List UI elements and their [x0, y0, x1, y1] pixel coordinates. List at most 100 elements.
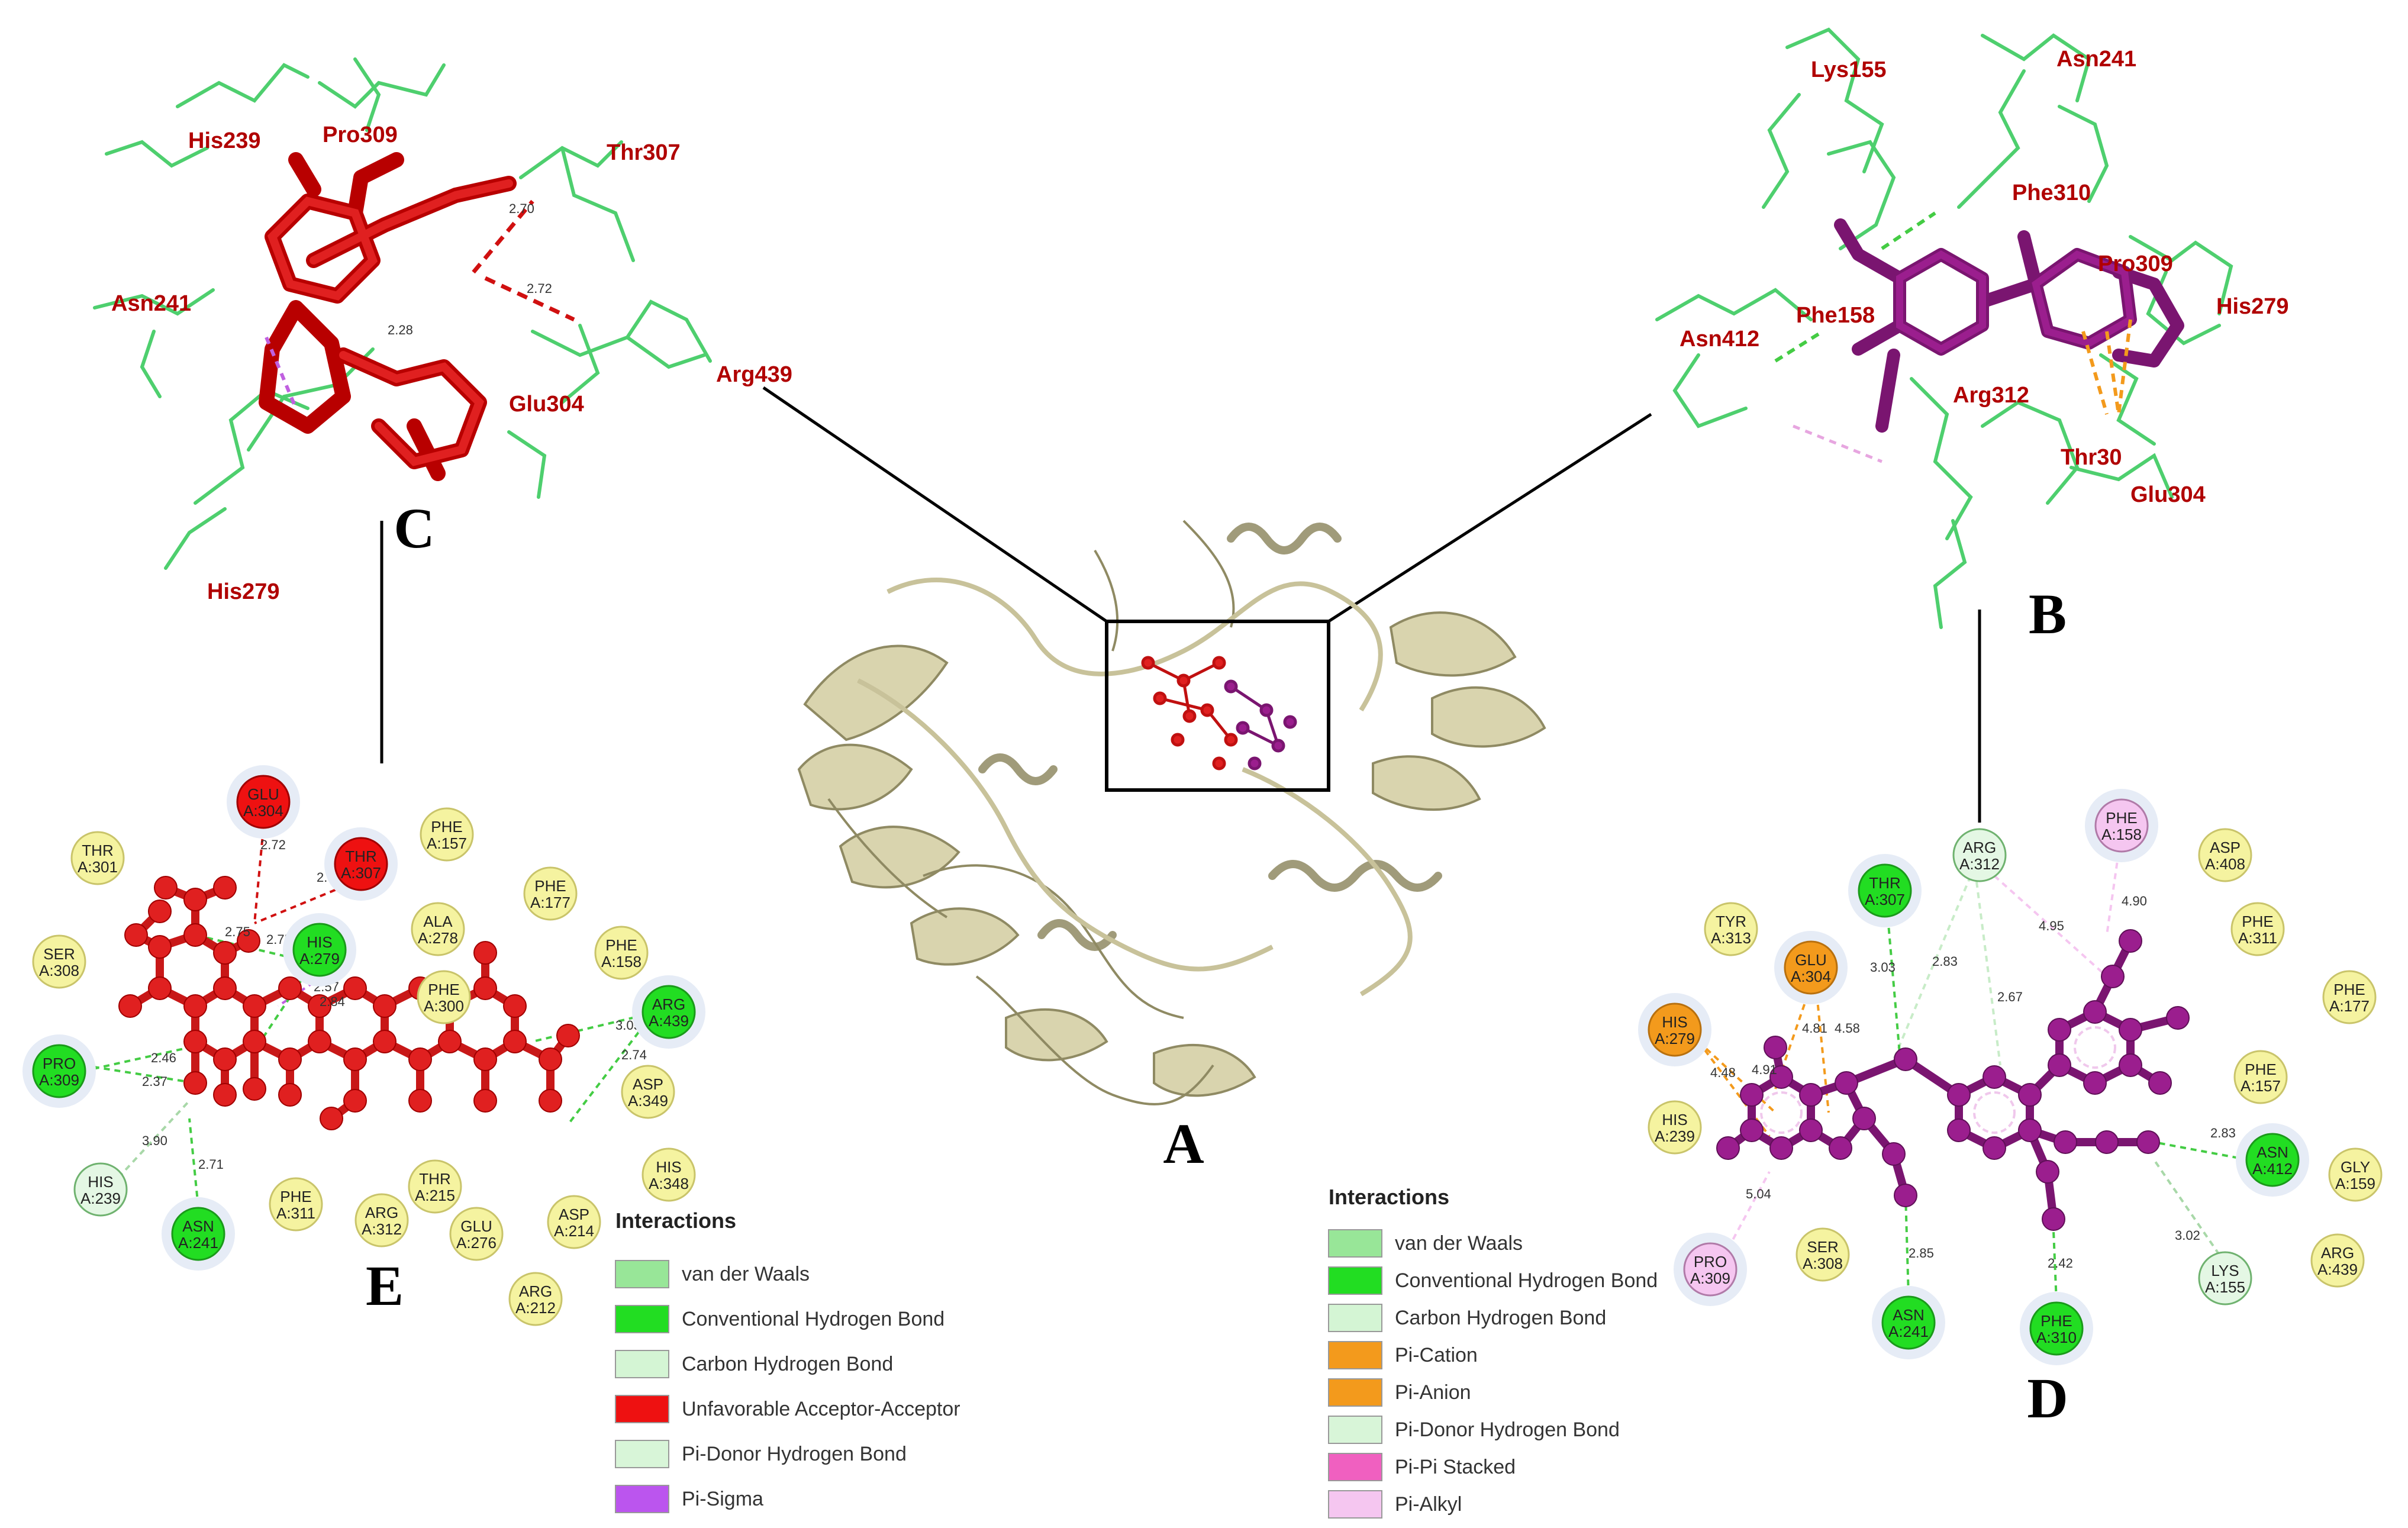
residue-name: THR: [1869, 874, 1900, 892]
distance-label: 2.72: [260, 837, 286, 852]
residue-id: A:309: [39, 1071, 79, 1089]
distance-label: 2.74: [621, 1047, 647, 1062]
panel-a-protein-structure: A: [797, 520, 1546, 1175]
panel-letter-a: A: [1163, 1112, 1204, 1175]
residue-name: HIS: [656, 1158, 681, 1176]
residue-name: PHE: [534, 877, 566, 895]
residue-name: ARG: [652, 995, 685, 1013]
residue-id: A:412: [2252, 1160, 2293, 1178]
panel-b-residue-sticks: [1655, 27, 2233, 629]
legend-swatch: [1328, 1229, 1382, 1258]
panel-e-ligand-2d: [118, 876, 580, 1130]
distance-label: 3.02: [2175, 1228, 2200, 1243]
legend-item: Carbon Hydrogen Bond: [1328, 1304, 1606, 1332]
legend-label: Carbon Hydrogen Bond: [1395, 1307, 1606, 1329]
distance-label: 2.85: [1909, 1246, 1934, 1261]
residue-name: ASN: [182, 1217, 214, 1235]
distance-label: 5.04: [1746, 1187, 1771, 1201]
panel-c-distance: 2.70: [509, 201, 534, 216]
residue-name: ARG: [1963, 839, 1996, 856]
panel-b-residue-label: Pro309: [2098, 252, 2173, 276]
residue-id: A:158: [2101, 826, 2142, 843]
panel-c-residue-label: Glu304: [509, 392, 584, 417]
distance-label: 2.42: [2048, 1256, 2073, 1271]
legend-item: van der Waals: [1328, 1229, 1523, 1258]
residue-name: PHE: [2245, 1060, 2276, 1078]
residue-name: PRO: [43, 1055, 76, 1072]
ligand-atoms: [1716, 929, 2190, 1231]
panel-letter-c: C: [394, 497, 434, 560]
residue-name: THR: [82, 842, 113, 859]
legend-swatch: [1328, 1266, 1382, 1295]
panel-b-residue-label: Asn412: [1680, 327, 1759, 352]
panel-c-3d-binding-red: 2.70 2.72 2.28 His239 Pro309 Thr307 Asn2…: [93, 57, 792, 604]
residue-name: LYS: [2211, 1262, 2239, 1279]
residue-name: ASP: [2210, 839, 2241, 856]
legend-swatch: [1328, 1416, 1382, 1444]
distance-label: 2.71: [198, 1157, 224, 1172]
legend-item: Conventional Hydrogen Bond: [1328, 1266, 1658, 1295]
residue-id: A:439: [649, 1012, 689, 1030]
residue-id: A:241: [1888, 1323, 1929, 1340]
residue-name: GLU: [1795, 951, 1826, 969]
ligand-aromatic-rings: [1760, 1026, 2116, 1134]
panel-c-distance: 2.28: [388, 323, 413, 337]
distance-label: 2.75: [225, 924, 250, 939]
ligand-atoms: [118, 876, 580, 1130]
residue-id: A:310: [2036, 1329, 2077, 1346]
legend-item: Pi-Donor Hydrogen Bond: [615, 1440, 907, 1468]
legend-label: Pi-Anion: [1395, 1381, 1471, 1404]
residue-id: A:309: [1690, 1269, 1730, 1287]
legend-swatch: [615, 1485, 669, 1513]
distance-label: 4.95: [2039, 918, 2064, 933]
residue-id: A:304: [243, 802, 283, 820]
residue-name: HIS: [88, 1173, 113, 1191]
residue-name: PHE: [431, 818, 462, 836]
residue-name: ARG: [365, 1204, 398, 1221]
panel-b-3d-binding-purple: Lys155 Asn241 Phe310 Pro309 His279 Phe15…: [1655, 27, 2289, 646]
legend-swatch: [1328, 1490, 1382, 1519]
panel-c-hbond-lines: [472, 199, 575, 322]
residue-name: HIS: [1662, 1111, 1687, 1129]
residue-id: A:276: [456, 1234, 497, 1252]
residue-id: A:157: [427, 834, 467, 852]
residue-id: A:215: [415, 1187, 455, 1204]
legend-swatch: [615, 1260, 669, 1288]
legend-swatch: [615, 1440, 669, 1468]
distance-label: 4.90: [2122, 894, 2147, 908]
distance-label: 3.03: [1870, 960, 1896, 975]
residue-id: A:439: [2317, 1261, 2358, 1278]
distance-label: 2.83: [2210, 1126, 2236, 1140]
residue-name: PHE: [2242, 913, 2273, 930]
legend-label: Pi-Alkyl: [1395, 1493, 1462, 1516]
residue-id: A:300: [424, 997, 464, 1015]
residue-id: A:311: [276, 1204, 315, 1222]
legend-label: Pi-Cation: [1395, 1344, 1478, 1366]
distance-label: 2.83: [1932, 954, 1958, 969]
panel-c-residue-label: His239: [188, 128, 261, 153]
residue-name: PHE: [605, 936, 637, 954]
residue-id: A:278: [418, 929, 458, 947]
residue-id: A:159: [2335, 1175, 2375, 1192]
legend-label: Pi-Donor Hydrogen Bond: [682, 1443, 907, 1465]
panel-b-residue-label: Phe158: [1796, 303, 1875, 328]
panel-e-2d-interaction-diagram: 2.722.782.752.722.842.372.463.052.742.57…: [22, 765, 705, 1326]
residue-name: HIS: [1662, 1013, 1687, 1031]
residue-name: PRO: [1694, 1253, 1727, 1271]
